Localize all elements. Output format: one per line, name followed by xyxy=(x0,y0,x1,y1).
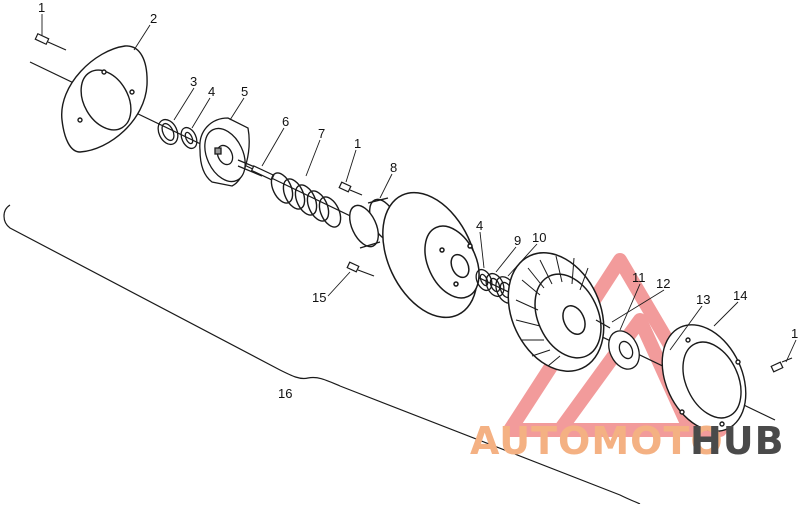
callout-15: 15 xyxy=(312,290,326,305)
washer-part-4-left xyxy=(180,126,198,150)
leader-lines xyxy=(41,14,797,363)
callout-8: 8 xyxy=(390,160,397,175)
callout-9: 9 xyxy=(514,233,521,248)
callout-10: 10 xyxy=(532,230,546,245)
pin-part-12 xyxy=(595,319,611,329)
washer-part-9 xyxy=(485,272,505,298)
callout-14: 14 xyxy=(733,288,747,303)
bolt-part-1-middle xyxy=(338,181,363,196)
callout-7: 7 xyxy=(318,126,325,141)
moveable-sheave xyxy=(382,191,480,319)
bolt-part-15 xyxy=(346,261,375,277)
callout-1-top: 1 xyxy=(38,0,45,15)
callout-labels: 1 2 3 4 5 6 7 1 8 4 9 10 11 12 13 14 15 … xyxy=(38,0,798,401)
bolt-part-1-top xyxy=(34,32,67,51)
bearing-part-11 xyxy=(608,330,640,370)
watermark-part-2: HUB xyxy=(690,419,785,463)
callout-6: 6 xyxy=(282,114,289,129)
watermark-part-1: AUTOMOTO xyxy=(470,419,724,463)
bolt-part-1-right xyxy=(770,357,793,373)
cover-plate-part-2 xyxy=(61,45,148,153)
callout-13: 13 xyxy=(696,292,710,307)
spring-part-7 xyxy=(270,172,342,228)
cover-plate-part-14 xyxy=(661,324,747,432)
callout-4-left: 4 xyxy=(208,84,215,99)
callout-2: 2 xyxy=(150,11,157,26)
callout-4-right: 4 xyxy=(476,218,483,233)
hub-part-5 xyxy=(199,117,263,187)
ring-part-3 xyxy=(157,118,179,146)
callout-16: 16 xyxy=(278,386,292,401)
callout-1-right: 1 xyxy=(791,326,798,341)
watermark-text: AUTOMOTO HUB xyxy=(470,419,785,463)
assembly-bracket xyxy=(3,204,641,505)
callout-1-middle: 1 xyxy=(354,136,361,151)
callout-3: 3 xyxy=(190,74,197,89)
fixed-sheave-fan xyxy=(507,252,605,372)
callout-12: 12 xyxy=(656,276,670,291)
callout-5: 5 xyxy=(241,84,248,99)
callout-11: 11 xyxy=(632,270,646,285)
